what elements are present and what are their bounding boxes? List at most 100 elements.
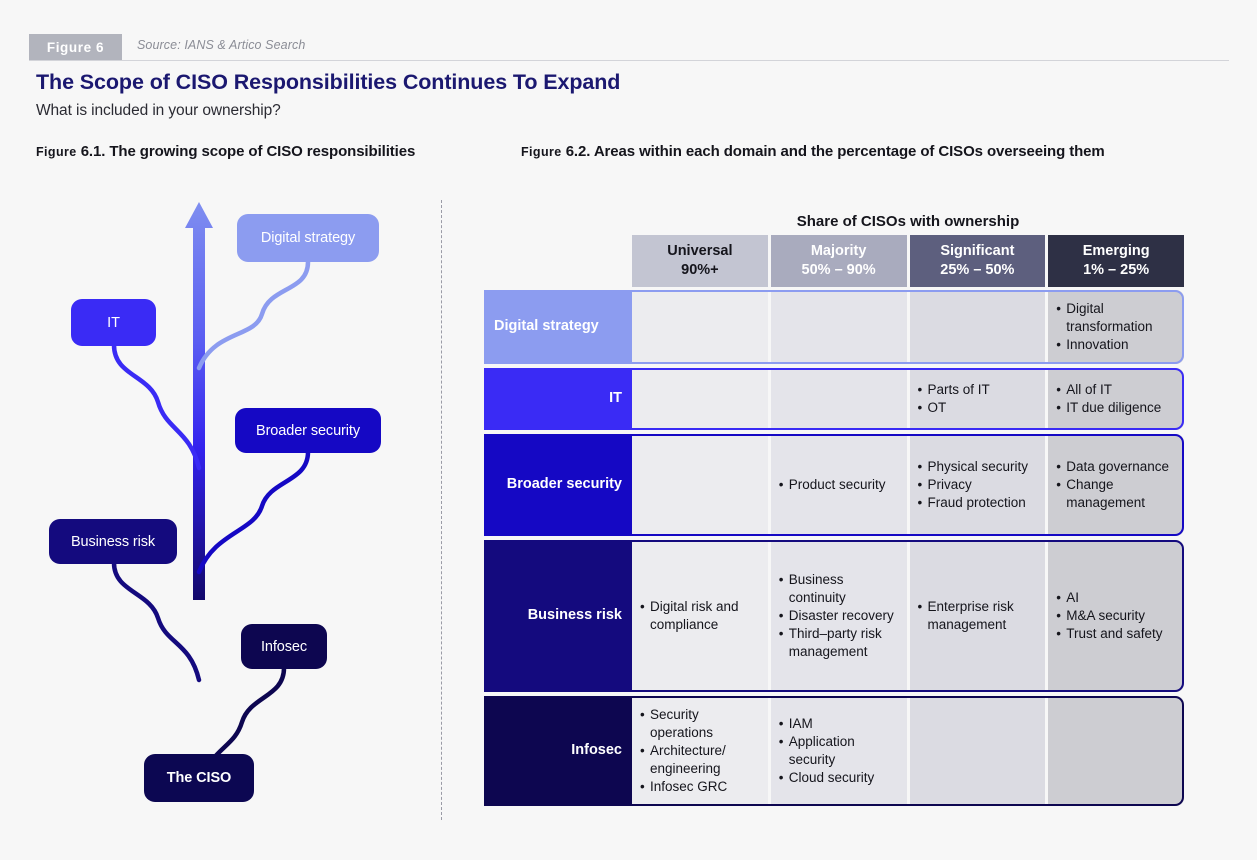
list-item: IT due diligence <box>1056 399 1177 417</box>
table-row[interactable]: Business riskDigital risk and compliance… <box>484 540 1184 692</box>
cell-bullet-list: Business continuityDisaster recoveryThir… <box>779 571 900 661</box>
matrix-cell[interactable]: Digital risk and compliance <box>632 540 768 692</box>
matrix-cell[interactable]: Data governanceChange management <box>1048 434 1184 536</box>
share-title: Share of CISOs with ownership <box>796 213 1020 230</box>
cell-bullet-list: Data governanceChange management <box>1056 458 1177 512</box>
matrix-cell[interactable] <box>1048 696 1184 806</box>
list-item: Disaster recovery <box>779 607 900 625</box>
page-title: The Scope of CISO Responsibilities Conti… <box>36 70 621 94</box>
right-panel-caption: Figure 6.2. Areas within each domain and… <box>521 143 1105 160</box>
connector-curves <box>111 259 311 785</box>
list-item: Trust and safety <box>1056 625 1177 643</box>
row-label: IT <box>484 368 632 430</box>
diagram-node-the-ciso[interactable]: The CISO <box>144 754 254 802</box>
node-label: Broader security <box>256 422 360 439</box>
list-item: Enterprise risk management <box>918 598 1039 634</box>
row-cells: Digital risk and compliance Business cont… <box>632 540 1184 692</box>
matrix-cell[interactable] <box>632 290 768 364</box>
panel-divider <box>441 200 442 820</box>
list-item: IAM <box>779 715 900 733</box>
header-cell-range: 25% – 50% <box>940 262 1015 278</box>
node-label: Business risk <box>70 533 156 550</box>
row-cells: Security operationsArchitecture/ enginee… <box>632 696 1184 806</box>
list-item: Change management <box>1056 476 1177 512</box>
list-item: Data governance <box>1056 458 1177 476</box>
header-cell-name: Majority <box>810 243 867 260</box>
matrix-cell[interactable] <box>770 290 907 364</box>
page-subtitle: What is included in your ownership? <box>36 102 281 119</box>
matrix-cell[interactable] <box>770 368 907 430</box>
header-cell-name: Universal <box>667 243 733 260</box>
row-label: Infosec <box>484 696 632 806</box>
cell-bullet-list: Enterprise risk management <box>918 598 1039 634</box>
right-caption-prefix: Figure <box>521 145 562 159</box>
matrix-cell[interactable]: Product security <box>770 434 907 536</box>
list-item: AI <box>1056 589 1177 607</box>
list-item: Application security <box>779 733 900 769</box>
cell-bullet-list: All of ITIT due diligence <box>1056 381 1177 417</box>
list-item: Digital risk and compliance <box>640 598 761 634</box>
list-item: Infosec GRC <box>640 778 761 796</box>
matrix-header-cell-majority: Majority 50% – 90% <box>770 235 907 287</box>
row-label: Business risk <box>484 540 632 692</box>
list-item: Business continuity <box>779 571 900 607</box>
matrix-cell[interactable]: IAMApplication securityCloud security <box>770 696 907 806</box>
list-item: OT <box>918 399 1039 417</box>
table-row[interactable]: IT Parts of ITOT All of ITIT due diligence <box>484 368 1184 430</box>
list-item: Privacy <box>918 476 1039 494</box>
cell-bullet-list: Parts of ITOT <box>918 381 1039 417</box>
table-row[interactable]: InfosecSecurity operationsArchitecture/ … <box>484 696 1184 806</box>
list-item: Digital transformation <box>1056 300 1177 336</box>
matrix-cell[interactable]: AIM&A securityTrust and safety <box>1048 540 1184 692</box>
row-label: Broader security <box>484 434 632 536</box>
matrix-cell[interactable]: Security operationsArchitecture/ enginee… <box>632 696 768 806</box>
table-row[interactable]: Broader security Product security Physical… <box>484 434 1184 536</box>
matrix-cell[interactable]: Physical securityPrivacyFraud protection <box>909 434 1046 536</box>
left-caption-text: 6.1. The growing scope of CISO responsib… <box>80 143 416 160</box>
list-item: Innovation <box>1056 336 1177 354</box>
matrix-cell[interactable] <box>909 696 1046 806</box>
diagram-node-infosec[interactable]: Infosec <box>241 624 327 669</box>
node-label: Digital strategy <box>260 230 356 246</box>
matrix-header-row: Universal 90%+ Majority 50% – 90% Significan… <box>632 235 1184 287</box>
table-row[interactable]: Digital strategyDigital transformationIn… <box>484 290 1184 364</box>
node-label: Infosec <box>260 638 308 655</box>
list-item: M&A security <box>1056 607 1177 625</box>
list-item: Architecture/ engineering <box>640 742 761 778</box>
matrix-header-cell-universal: Universal 90%+ <box>632 235 768 287</box>
node-label: IT <box>107 314 120 331</box>
row-cells: Digital transformationInnovation <box>632 290 1184 364</box>
list-item: Security operations <box>640 706 761 742</box>
cell-bullet-list: Security operationsArchitecture/ enginee… <box>640 706 761 796</box>
list-item: Parts of IT <box>918 381 1039 399</box>
cell-bullet-list: Digital transformationInnovation <box>1056 300 1177 354</box>
matrix-cell[interactable] <box>632 368 768 430</box>
cell-bullet-list: IAMApplication securityCloud security <box>779 715 900 787</box>
figure-number-badge: Figure 6 <box>29 34 122 60</box>
left-caption-prefix: Figure <box>36 145 77 159</box>
matrix-cell[interactable]: Enterprise risk management <box>909 540 1046 692</box>
matrix-cell[interactable] <box>909 290 1046 364</box>
diagram-node-business-risk[interactable]: Business risk <box>49 519 177 564</box>
diagram-node-digital-strategy[interactable]: Digital strategy <box>237 214 379 262</box>
figure-source: Source: IANS & Artico Search <box>137 38 306 52</box>
left-panel-caption: Figure 6.1. The growing scope of CISO re… <box>36 143 415 160</box>
header-cell-range: 50% – 90% <box>801 262 876 278</box>
matrix-cell[interactable]: Parts of ITOT <box>909 368 1046 430</box>
growth-arrow-icon <box>185 202 213 600</box>
diagram-svg <box>111 202 311 785</box>
matrix-cell[interactable] <box>632 434 768 536</box>
list-item: Product security <box>779 476 900 494</box>
matrix-cell[interactable]: Digital transformationInnovation <box>1048 290 1184 364</box>
matrix-cell[interactable]: Business continuityDisaster recoveryThir… <box>770 540 907 692</box>
diagram-node-broader-security[interactable]: Broader security <box>235 408 381 453</box>
cell-bullet-list: Digital risk and compliance <box>640 598 761 634</box>
header-cell-range: 1% – 25% <box>1083 262 1150 278</box>
matrix-cell[interactable]: All of ITIT due diligence <box>1048 368 1184 430</box>
figure-tag-bar: Figure 6 Source: IANS & Artico Search <box>29 34 1229 60</box>
list-item: Physical security <box>918 458 1039 476</box>
header-cell-range: 90%+ <box>681 262 719 278</box>
diagram-node-it[interactable]: IT <box>71 299 156 346</box>
